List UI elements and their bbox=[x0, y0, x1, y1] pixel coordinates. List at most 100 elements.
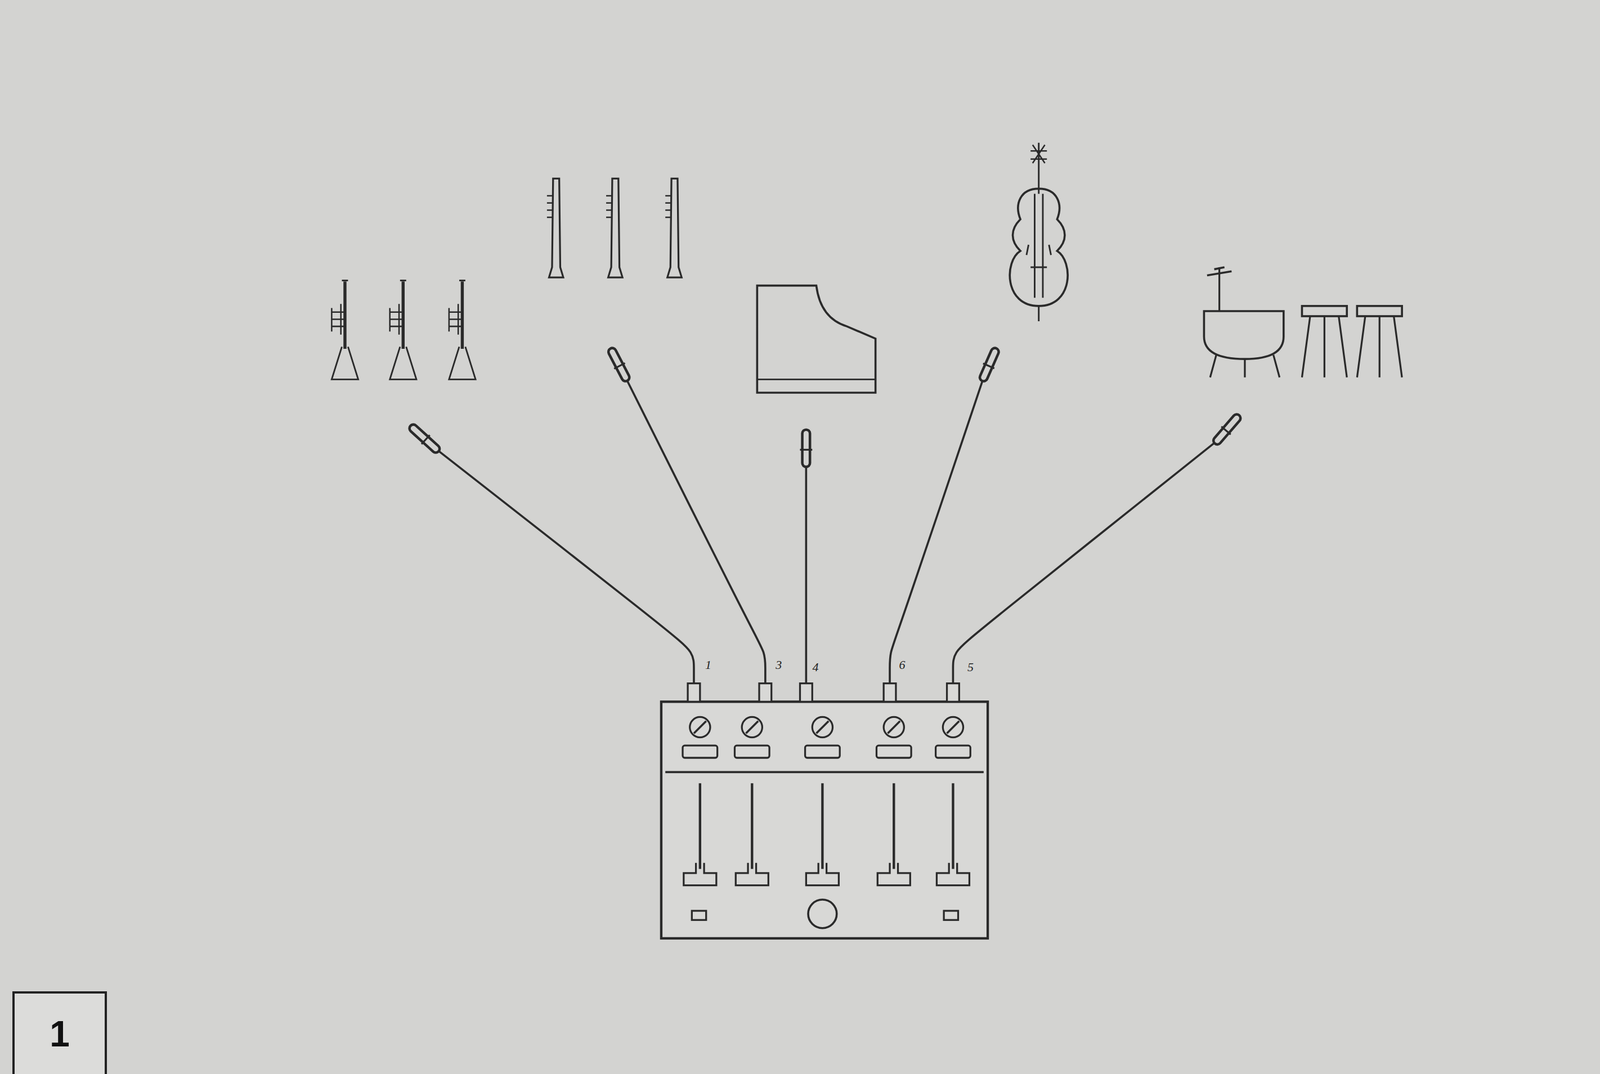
input-plug bbox=[687, 683, 701, 703]
mic-body bbox=[800, 433, 811, 464]
knob-pointer bbox=[887, 721, 900, 734]
clarinet-body bbox=[667, 178, 682, 278]
cymbal bbox=[1207, 267, 1232, 276]
clarinet-keys bbox=[606, 195, 613, 218]
trumpet-bell bbox=[390, 346, 417, 380]
channel-switch bbox=[734, 745, 770, 759]
fader-track bbox=[821, 783, 824, 869]
mic-ring bbox=[1221, 426, 1231, 435]
mic-body-inner bbox=[1217, 418, 1237, 441]
gain-knob bbox=[812, 716, 833, 738]
microphone bbox=[983, 351, 996, 378]
mic-body-inner bbox=[612, 351, 626, 378]
drum-stand bbox=[1356, 316, 1402, 378]
figure-number-box: 1 bbox=[12, 991, 108, 1074]
input-number: 1 bbox=[704, 659, 713, 672]
fader-track bbox=[750, 783, 754, 869]
trumpet-valves bbox=[331, 303, 345, 335]
instruments bbox=[331, 142, 1402, 393]
clarinet-body bbox=[549, 178, 564, 278]
cello-scroll bbox=[1030, 144, 1047, 164]
mixer-console bbox=[661, 701, 988, 939]
mic-body bbox=[983, 351, 996, 378]
input-number: 3 bbox=[774, 659, 783, 672]
fader-knob bbox=[683, 863, 717, 886]
mic-ring bbox=[800, 449, 813, 451]
kettle-drum bbox=[1203, 311, 1284, 360]
mic-ring bbox=[983, 363, 995, 369]
gain-knob bbox=[741, 716, 763, 738]
mic-body-inner bbox=[803, 433, 809, 464]
trumpet-bell bbox=[331, 346, 358, 380]
fader-knob bbox=[805, 863, 839, 886]
microphone bbox=[413, 428, 436, 449]
gain-knob bbox=[942, 716, 963, 738]
channel-switch bbox=[876, 745, 912, 759]
mic-cable bbox=[625, 377, 765, 684]
microphone bbox=[1217, 418, 1237, 441]
knob-pointer bbox=[816, 721, 829, 734]
mic-cable bbox=[435, 449, 694, 684]
input-number: 4 bbox=[810, 661, 820, 674]
input-plug bbox=[883, 683, 896, 703]
input-number: 5 bbox=[966, 661, 975, 674]
trumpet-bell bbox=[449, 346, 476, 380]
kettle-legs bbox=[1209, 355, 1280, 378]
mic-body bbox=[1217, 418, 1237, 441]
cello-body bbox=[1009, 188, 1068, 306]
knob-pointer bbox=[693, 721, 707, 734]
trumpet-tube bbox=[401, 281, 405, 349]
channel-switch bbox=[682, 745, 718, 759]
trumpet-valves bbox=[390, 303, 404, 335]
indicator-lamp bbox=[943, 911, 958, 921]
clarinet-body bbox=[608, 178, 623, 278]
microphone bbox=[800, 433, 813, 464]
trumpet-tube bbox=[343, 281, 347, 349]
tom-drum bbox=[1356, 306, 1402, 317]
trumpet-tube bbox=[460, 281, 464, 349]
channel-switch bbox=[935, 745, 971, 759]
cello-neck bbox=[1034, 142, 1043, 322]
channel-switch bbox=[805, 745, 841, 759]
indicator-lamp bbox=[691, 911, 706, 921]
input-number: 6 bbox=[898, 659, 907, 672]
cello-bridge bbox=[1026, 244, 1052, 268]
mixer-body bbox=[661, 701, 988, 939]
gain-knob bbox=[689, 716, 711, 738]
divider-line bbox=[665, 771, 984, 774]
input-plug bbox=[800, 683, 813, 703]
mic-cable bbox=[805, 463, 808, 684]
knob-pointer bbox=[745, 721, 759, 734]
grand-piano bbox=[756, 285, 876, 393]
trumpet-mouthpiece bbox=[342, 279, 349, 282]
mic-body-inner bbox=[983, 351, 996, 378]
knob-pointer bbox=[947, 721, 960, 734]
input-plug bbox=[947, 683, 960, 703]
cables bbox=[435, 377, 1218, 703]
trumpet-valves bbox=[449, 303, 463, 335]
master-knob bbox=[808, 899, 837, 929]
input-plug bbox=[759, 683, 772, 703]
mic-body bbox=[612, 351, 626, 378]
mic-ring bbox=[613, 362, 625, 369]
mic-ring bbox=[421, 435, 430, 445]
fader-knob bbox=[936, 863, 970, 886]
microphone bbox=[612, 351, 626, 378]
fader-track bbox=[951, 783, 954, 869]
tom-drum bbox=[1301, 306, 1347, 317]
trumpet-mouthpiece bbox=[459, 279, 466, 282]
fader-knob bbox=[735, 863, 769, 886]
figure-number: 1 bbox=[49, 1016, 70, 1053]
mic-body bbox=[413, 428, 436, 449]
piano-keyboard bbox=[756, 378, 876, 381]
gain-knob bbox=[883, 716, 904, 738]
trumpet-mouthpiece bbox=[400, 279, 407, 282]
fader-knob bbox=[877, 863, 911, 886]
mic-cable bbox=[952, 440, 1218, 684]
clarinet-keys bbox=[665, 195, 672, 218]
drum-stand bbox=[1301, 316, 1347, 378]
mic-cable bbox=[889, 377, 984, 684]
mic-body-inner bbox=[413, 428, 436, 449]
